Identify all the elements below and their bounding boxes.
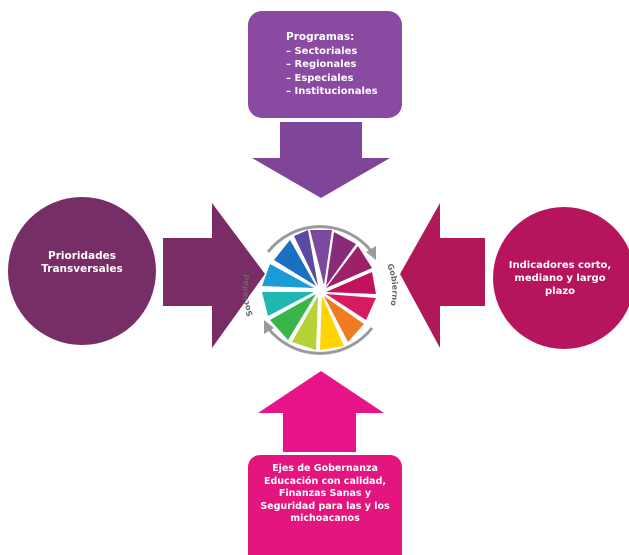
gobierno-label: Gobierno	[385, 262, 399, 307]
top-down-arrow	[252, 122, 390, 198]
programs-item: Sectoriales	[286, 45, 402, 59]
petal-wine	[326, 246, 372, 288]
petal-pink	[326, 294, 376, 320]
petal-magenta	[326, 272, 376, 294]
cycle-arrowhead-bottom	[264, 320, 274, 334]
petal-indigo	[294, 230, 318, 286]
left-circle: Prioridades Transversales	[8, 197, 156, 345]
cycle-arc-top	[266, 225, 374, 253]
petal-orange	[324, 296, 364, 342]
petal-lime	[292, 296, 318, 350]
sociedad-label: Sociedad	[241, 273, 255, 317]
petal-cyan	[262, 264, 314, 288]
programs-item: Institucionales	[286, 85, 402, 99]
programs-item: Especiales	[286, 72, 402, 86]
right-left-arrow	[400, 203, 485, 348]
cycle-arrowhead-top	[366, 246, 376, 260]
left-right-arrow	[163, 203, 265, 348]
bottom-up-arrow	[258, 371, 384, 452]
programs-item: Regionales	[286, 58, 402, 72]
programs-title: Programas:	[286, 30, 355, 43]
petal-purple	[310, 230, 332, 285]
right-circle-label: Indicadores corto, mediano y largo plazo	[508, 259, 612, 297]
cycle-arc-bottom	[266, 327, 374, 355]
center-wheel: Sociedad Gobierno	[241, 225, 399, 355]
petal-teal	[262, 292, 314, 316]
petal-green	[270, 294, 316, 340]
programs-box: Programas: Sectoriales Regionales Especi…	[248, 11, 402, 118]
governance-label: Ejes de Gobernanza Educación con calidad…	[260, 463, 390, 524]
left-circle-label: Prioridades Transversales	[41, 250, 123, 275]
petal-yellow	[320, 296, 344, 350]
right-circle: Indicadores corto, mediano y largo plazo	[493, 207, 629, 349]
governance-box: Ejes de Gobernanza Educación con calidad…	[248, 455, 402, 555]
programs-list: Sectoriales Regionales Especiales Instit…	[286, 45, 402, 99]
petal-violet	[326, 232, 356, 286]
petal-blue	[274, 240, 316, 286]
